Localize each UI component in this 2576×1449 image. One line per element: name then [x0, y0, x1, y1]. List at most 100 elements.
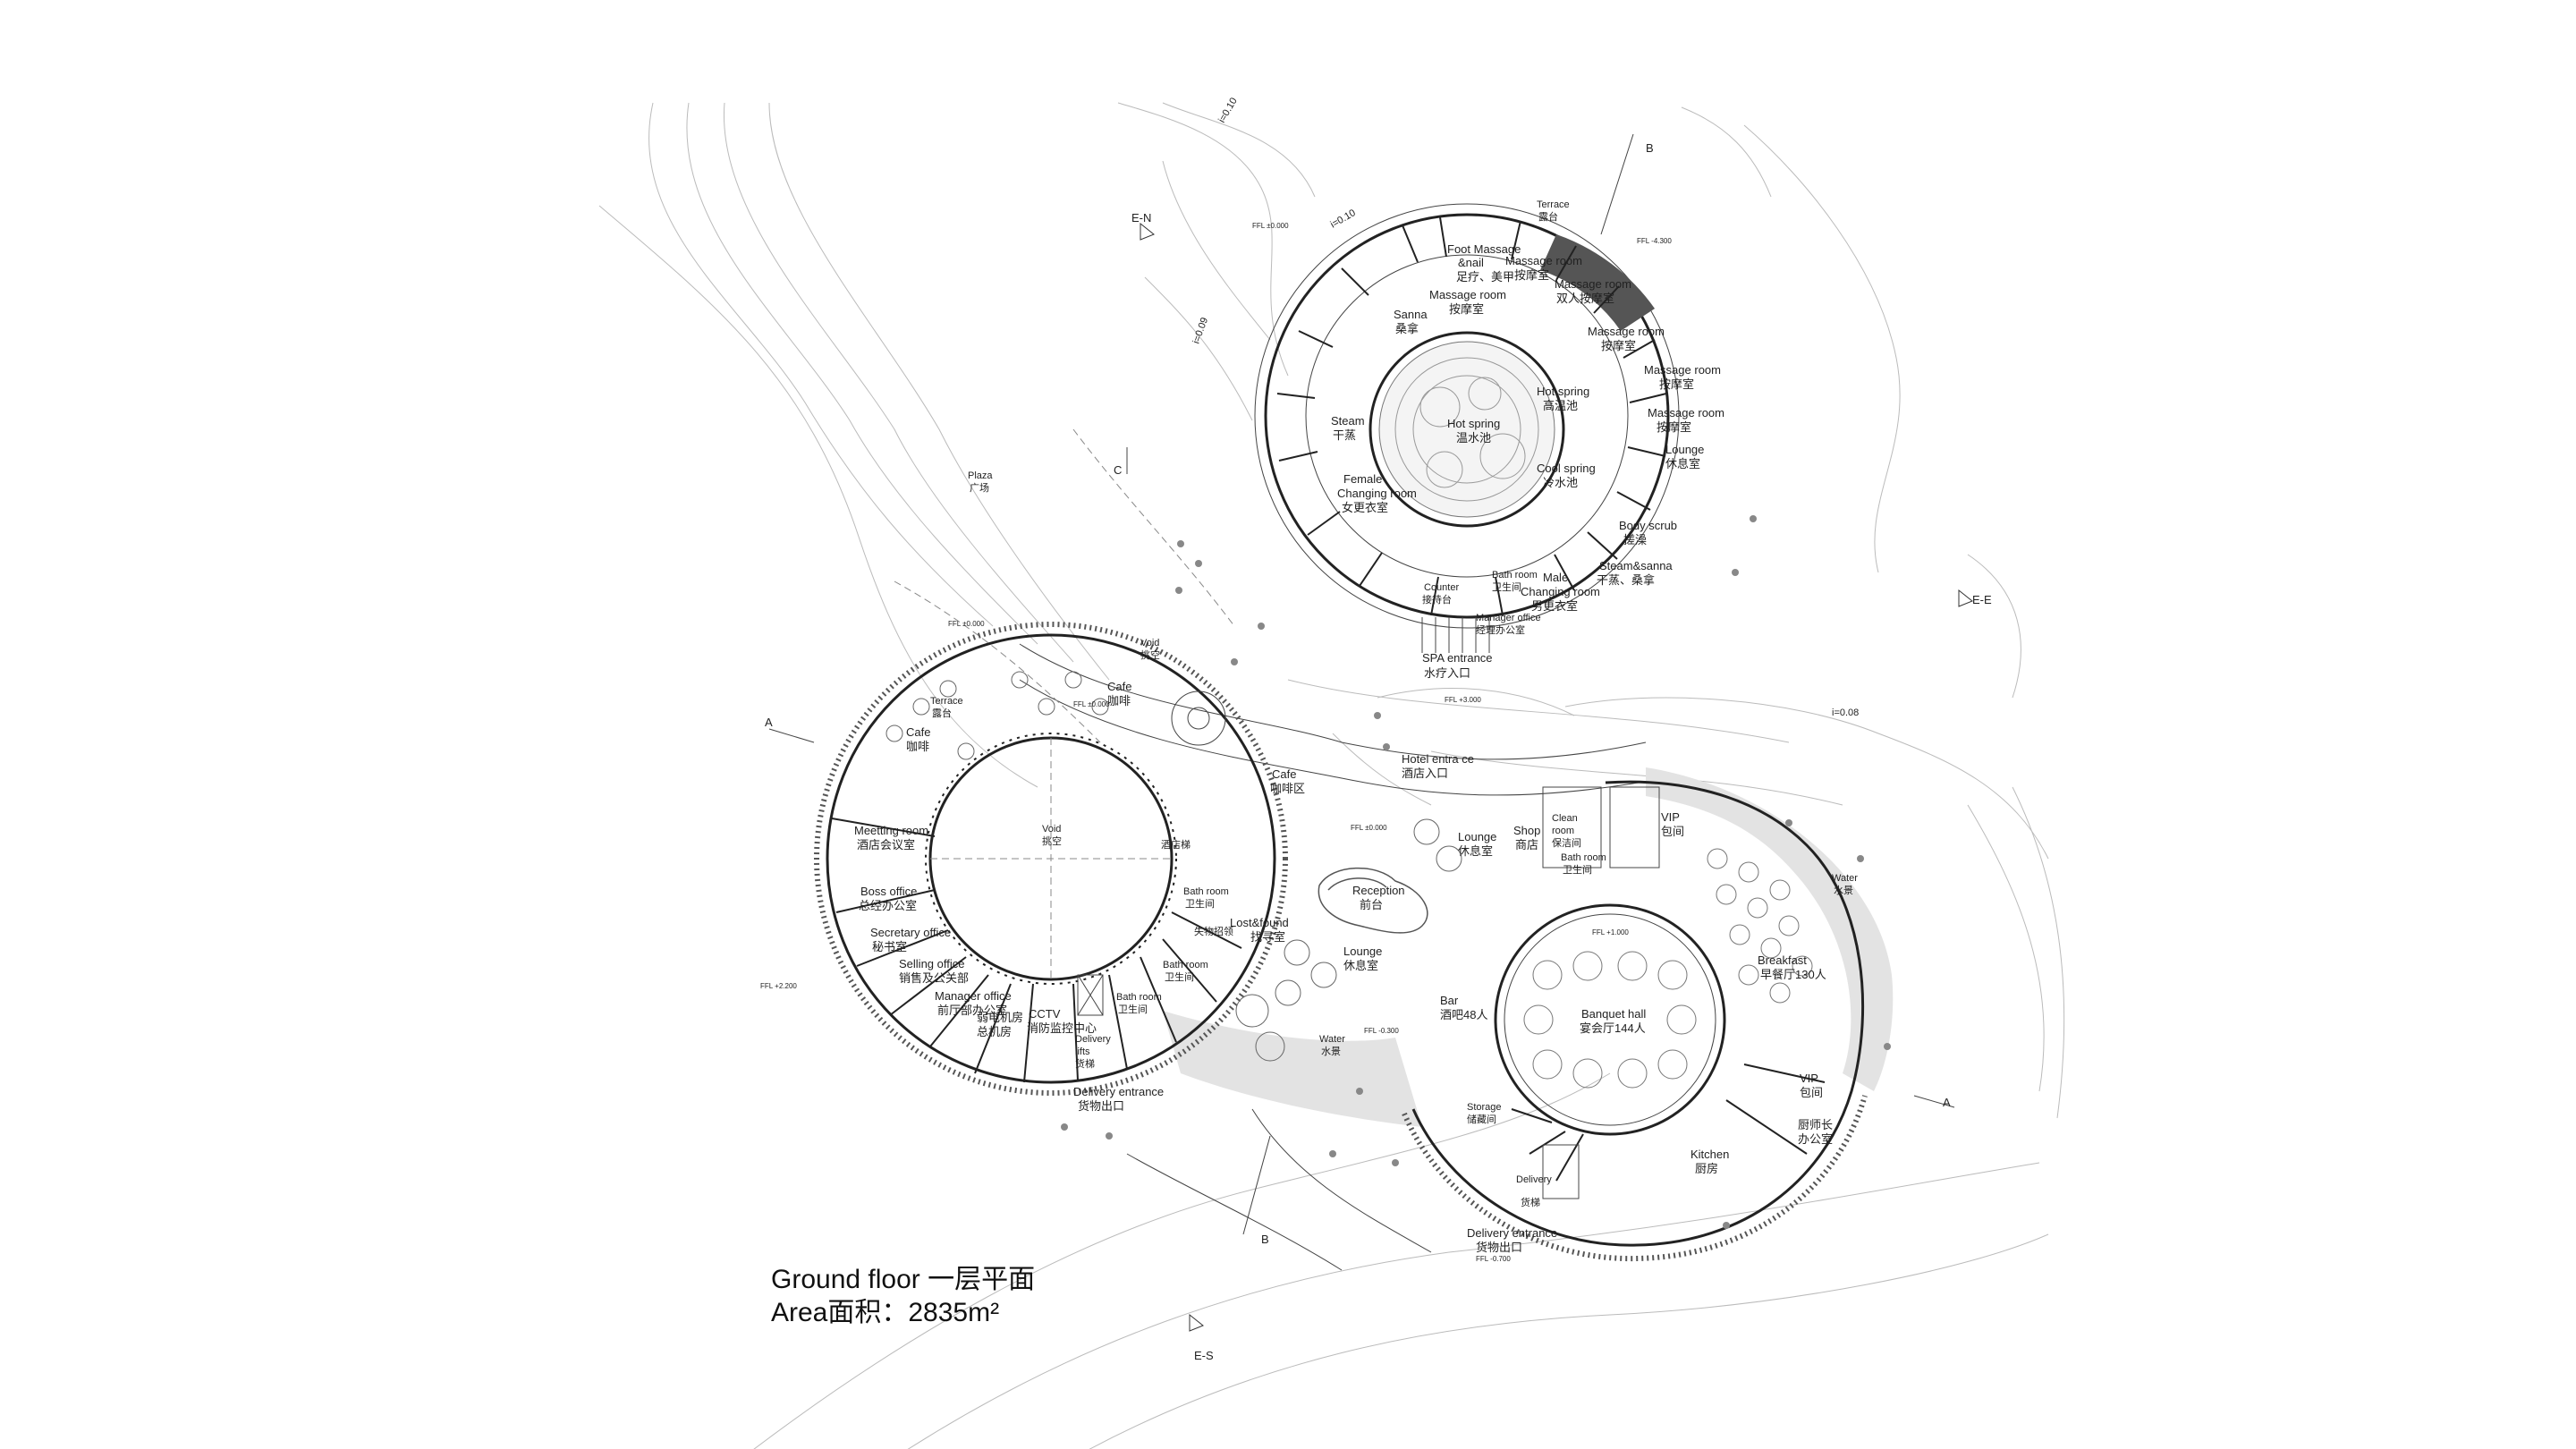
spa-pool-wall — [1368, 331, 1565, 528]
spa-massage-5: Massage room — [1644, 363, 1721, 377]
ffl-2: FFL ±0.000 — [948, 620, 985, 628]
west-bath-2-cn: 卫生间 — [1165, 970, 1194, 983]
east-delivery-entrance-cn: 货物出口 — [1476, 1241, 1522, 1254]
ffl-9: FFL +2.200 — [760, 982, 797, 990]
east-lifts-cn: 货梯 — [1521, 1196, 1540, 1208]
bar: Bar — [1440, 994, 1459, 1007]
spa-pool — [1378, 341, 1555, 518]
spa-female: Female — [1343, 472, 1382, 486]
clean-room-2: room — [1552, 826, 1574, 836]
west-manager-office: Manager office — [935, 989, 1012, 1003]
water-right: Water — [1832, 873, 1858, 884]
reception-desk — [1318, 867, 1428, 934]
plaza: Plaza — [968, 470, 993, 481]
spa-terrace: Terrace — [1537, 199, 1570, 210]
west-bath-3-cn: 卫生间 — [1185, 897, 1215, 910]
banquet-hall-wall — [1494, 903, 1726, 1136]
cafe-area-cn: 咖啡区 — [1270, 782, 1305, 795]
west-bath-1-cn: 卫生间 — [1118, 1003, 1148, 1015]
west-lifts: lifts — [1075, 1046, 1090, 1057]
west-outer-colonnade — [814, 622, 1288, 1096]
spa-massage-4-cn: 按摩室 — [1601, 339, 1636, 352]
spa-bath-room-cn: 卫生间 — [1492, 580, 1521, 593]
east-outer-wall — [1411, 780, 1865, 1247]
lost-found: Lost&found — [1230, 916, 1289, 929]
spa-outer-wall — [1264, 213, 1670, 619]
spa-cool-spring: Cool spring — [1537, 462, 1596, 475]
west-void-cn: 挑空 — [1042, 835, 1062, 847]
west-delivery: Delivery — [1075, 1034, 1111, 1045]
void-top: Void — [1140, 638, 1159, 648]
lost-found-2-cn: 找寻室 — [1250, 930, 1285, 944]
spa-manager-office-cn: 经理办公室 — [1476, 623, 1525, 636]
secretary-office: Secretary office — [870, 926, 951, 939]
ffl-7: FFL +3.000 — [1445, 696, 1481, 704]
east-building — [1402, 780, 1868, 1262]
reception: Reception — [1352, 884, 1405, 897]
spa-massage-2: Massage room — [1429, 288, 1506, 301]
cafe-area: Cafe — [1272, 767, 1296, 781]
spa-lounge: Lounge — [1665, 443, 1704, 456]
banquet-hall: Banquet hall — [1581, 1007, 1646, 1021]
caption-title: Ground floor 一层平面 — [771, 1265, 1035, 1294]
ffl-8: FFL -4.300 — [1637, 237, 1672, 245]
level-marks: FFL ±0.000 FFL ±0.000 FFL ±0.000 FFL ±0.… — [760, 222, 1672, 1263]
section-b-top: B — [1646, 141, 1654, 155]
hotel-entrance-cn: 酒店入口 — [1402, 767, 1448, 780]
spa-steam-sanna: Steam&sanna — [1599, 559, 1673, 572]
east-bath-cn: 卫生间 — [1563, 863, 1592, 876]
section-a-left: A — [765, 716, 773, 729]
spa-massage-4b: Massage room — [1588, 325, 1665, 338]
east-bath: Bath room — [1561, 852, 1606, 863]
spa-terrace-cn: 露台 — [1538, 210, 1558, 223]
spa-massage-6-cn: 按摩室 — [1657, 420, 1691, 434]
vip-2-cn: 包间 — [1800, 1086, 1823, 1099]
hotel-lift-cn: 酒店梯 — [1161, 838, 1191, 851]
vip-1-cn: 包间 — [1661, 825, 1684, 838]
main-room-cn: 总机房 — [977, 1025, 1012, 1038]
slope-1: i=0.10 — [1216, 96, 1240, 124]
terrace: Terrace — [930, 696, 963, 707]
west-void: Void — [1042, 824, 1061, 835]
spa-sanna: Sanna — [1394, 308, 1428, 321]
weak-room-cn: 弱电机房 — [977, 1011, 1023, 1024]
section-ee: E-E — [1972, 593, 1992, 606]
spa-counter-cn: 接待台 — [1422, 593, 1452, 606]
spa-lounge-cn: 休息室 — [1665, 457, 1700, 470]
section-es: E-S — [1194, 1349, 1214, 1362]
lost-found-cn: 失物招领 — [1194, 925, 1233, 937]
ffl-4: FFL ±0.000 — [1351, 824, 1387, 832]
spa-bath-room: Bath room — [1492, 570, 1538, 580]
hotel-entrance: Hotel entra ce — [1402, 752, 1474, 766]
spa-massage-1: Massage room — [1505, 254, 1582, 267]
chef-office-2-cn: 办公室 — [1798, 1132, 1833, 1146]
water-left: Water — [1319, 1034, 1345, 1045]
drawing-caption: Ground floor 一层平面 Area面积：2835m² — [771, 1265, 1035, 1327]
meeting-room: Meetting room — [854, 824, 928, 837]
spa-male-cn: 男更衣室 — [1531, 599, 1578, 613]
spa-inner-ring — [1305, 254, 1629, 578]
ffl-1: FFL ±0.000 — [1252, 222, 1289, 230]
selling-office: Selling office — [899, 957, 964, 970]
spa-cool-spring-cn: 冷水池 — [1543, 476, 1578, 489]
east-delivery-entrance: Delivery entrance — [1467, 1226, 1557, 1240]
lounge-circles — [1235, 818, 1462, 1062]
cafe-top: Cafe — [1107, 680, 1131, 693]
west-lounge: Lounge — [1343, 945, 1382, 958]
cafe-left: Cafe — [906, 725, 930, 739]
section-en: E-N — [1131, 211, 1151, 225]
spa-massage-3-cn: 双人按摩室 — [1556, 292, 1614, 305]
plaza-cn: 广场 — [970, 481, 989, 494]
shop: Shop — [1513, 824, 1540, 837]
selling-office-cn: 销售及公关部 — [899, 971, 969, 985]
section-b-bottom: B — [1261, 1233, 1269, 1246]
spa-sanna-cn: 桑拿 — [1395, 322, 1419, 335]
spa-steam-sanna-cn: 干蒸、桑拿 — [1597, 573, 1655, 587]
east-room-labels: Lounge 休息室 Shop 商店 Clean room 保洁间 Bath r… — [1440, 810, 1833, 1254]
site-labels: Plaza 广场 Void 挑空 Cafe 咖啡 Terrace 露台 Cafe… — [906, 470, 1858, 1057]
west-manager-office-cn: 前厅部办公室 — [937, 1004, 1007, 1017]
spa-manager-office: Manager office — [1476, 613, 1541, 623]
vip-1: VIP — [1661, 810, 1680, 824]
water-right — [1646, 767, 1894, 1091]
